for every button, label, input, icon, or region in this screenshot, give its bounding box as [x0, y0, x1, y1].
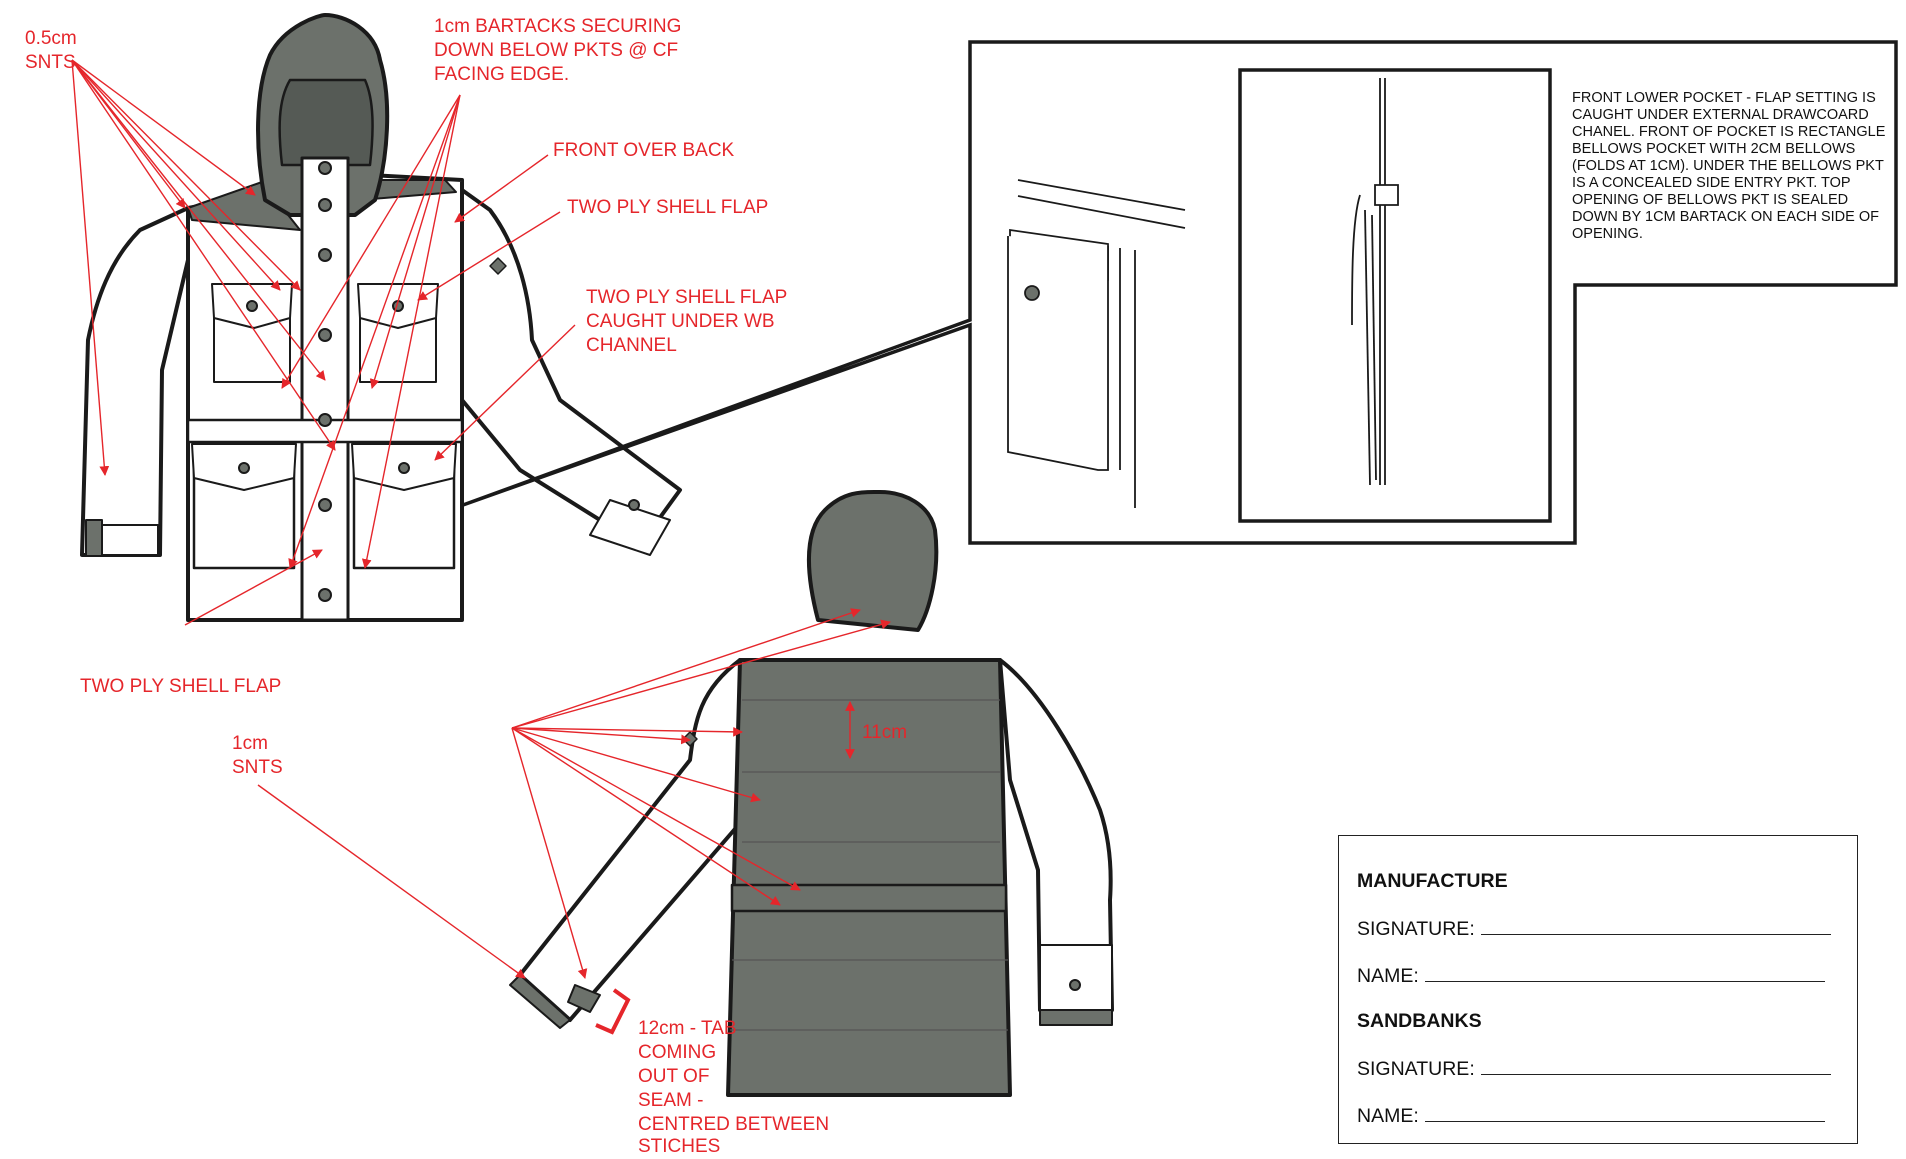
front-sleeve-badge: [489, 257, 507, 275]
back-left-cuff: [509, 974, 571, 1029]
front-placket: [300, 156, 350, 622]
sandbanks-signature-row: SIGNATURE:: [1357, 1056, 1831, 1081]
label-two-ply-caught-line-1: TWO PLY SHELL FLAP: [586, 287, 787, 308]
callout-text-line-9: OPENING.: [1572, 226, 1643, 242]
callout-text-line-1: FRONT LOWER POCKET - FLAP SETTING IS: [1572, 90, 1876, 106]
back-right-cuff-button: [1069, 979, 1081, 991]
sandbanks-name-line[interactable]: [1424, 1103, 1825, 1122]
label-two-ply-caught-line-2: CAUGHT UNDER WB: [586, 311, 775, 332]
front-right-cuff: [589, 499, 671, 556]
front-right-sleeve: [446, 178, 682, 547]
label-panel-height: 11cm: [862, 722, 907, 743]
tab-bracket: [595, 988, 631, 1035]
annotation-labels: 0.5cm SNTS 1cm BARTACKS SECURING DOWN BE…: [25, 16, 907, 1157]
sandbanks-signature-line[interactable]: [1480, 1056, 1831, 1075]
pocket-detail-callout: FRONT LOWER POCKET - FLAP SETTING IS CAU…: [462, 40, 1898, 545]
sandbanks-signature-label: SIGNATURE:: [1357, 1058, 1475, 1080]
label-tab-line-1: 12cm - TAB: [638, 1018, 737, 1039]
back-hood: [806, 489, 939, 632]
sandbanks-name-row: NAME:: [1357, 1103, 1825, 1128]
back-right-sleeve: [998, 658, 1114, 1012]
back-right-cuff-hem: [1039, 1009, 1113, 1026]
sandbanks-heading: SANDBANKS: [1357, 1010, 1482, 1032]
manufacture-signature-label: SIGNATURE:: [1357, 918, 1475, 940]
back-jacket-flat: [509, 489, 1114, 1097]
callout-text-line-7: OPENING OF BELLOWS PKT IS SEALED: [1572, 192, 1848, 208]
callout-inner-frame: [1238, 68, 1552, 523]
back-left-tab: [567, 984, 601, 1013]
front-hood-opening: [278, 78, 374, 167]
callout-text-line-4: BELLOWS POCKET WITH 2CM BELLOWS: [1572, 141, 1855, 157]
back-right-cuff: [1039, 944, 1113, 1011]
label-snts-1-line-1: 1cm: [232, 733, 268, 754]
label-tab-line-3: OUT OF: [638, 1066, 709, 1087]
back-quilt-lines: [730, 699, 1008, 1031]
pocket-callout-text: FRONT LOWER POCKET - FLAP SETTING IS CAU…: [1572, 90, 1886, 242]
callout-text-line-6: IS A CONCEALED SIDE ENTRY PKT. TOP: [1572, 175, 1851, 191]
label-bartacks-line-2: DOWN BELOW PKTS @ CF: [434, 40, 678, 61]
label-snts-1-line-2: SNTS: [232, 757, 283, 778]
pocket-cross-section: [1351, 78, 1399, 486]
callout-text-line-3: CHANEL. FRONT OF POCKET IS RECTANGLE: [1572, 124, 1886, 140]
label-tab-line-5: CENTRED BETWEEN: [638, 1114, 829, 1135]
manufacture-signature-line[interactable]: [1480, 916, 1831, 935]
front-buttons: [238, 161, 640, 602]
sandbanks-name-label: NAME:: [1357, 1105, 1419, 1127]
label-front-over-back: FRONT OVER BACK: [553, 140, 735, 161]
front-yoke-left: [187, 181, 301, 231]
label-two-ply-flap: TWO PLY SHELL FLAP: [567, 197, 768, 218]
annotation-leaders: [71, 59, 891, 979]
back-left-sleeve: [518, 658, 762, 1022]
manufacture-heading: MANUFACTURE: [1357, 870, 1508, 892]
label-two-ply-caught-line-3: CHANNEL: [586, 335, 677, 356]
signoff-box: MANUFACTURE SIGNATURE: NAME: SANDBANKS S…: [1338, 835, 1858, 1144]
label-snts-05-line-2: SNTS: [25, 52, 76, 73]
callout-text-line-2: CAUGHT UNDER EXTERNAL DRAWCOARD: [1572, 107, 1869, 123]
manufacture-name-line[interactable]: [1424, 963, 1825, 982]
pocket-sketch: [1007, 179, 1186, 508]
label-bartacks-line-3: FACING EDGE.: [434, 64, 569, 85]
label-two-ply-flap-bottom: TWO PLY SHELL FLAP: [80, 676, 281, 697]
front-left-cuff-tab: [85, 519, 103, 557]
callout-text-line-8: DOWN BY 1CM BARTACK ON EACH SIDE OF: [1572, 209, 1879, 225]
callout-text-line-5: (FOLDS AT 1CM). UNDER THE BELLOWS PKT: [1572, 158, 1884, 174]
back-body: [726, 658, 1012, 1097]
label-tab-line-4: SEAM -: [638, 1090, 703, 1111]
label-snts-05-line-1: 0.5cm: [25, 28, 77, 49]
label-bartacks-line-1: 1cm BARTACKS SECURING: [434, 16, 681, 37]
label-tab-line-6: STICHES: [638, 1136, 720, 1154]
manufacture-signature-row: SIGNATURE:: [1357, 916, 1831, 941]
manufacture-name-row: NAME:: [1357, 963, 1825, 988]
manufacture-name-label: NAME:: [1357, 965, 1419, 987]
front-jacket-flat: [80, 13, 682, 622]
label-tab-line-2: COMING: [638, 1042, 716, 1063]
back-waist-channel: [730, 883, 1008, 913]
